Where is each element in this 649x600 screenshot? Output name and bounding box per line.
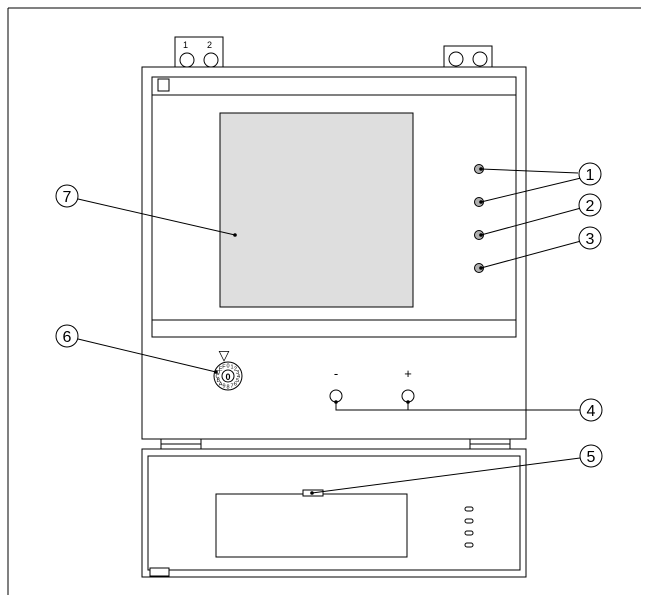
lower-led-4	[464, 542, 474, 548]
terminal-label-2: 2	[207, 40, 212, 50]
led-group	[474, 164, 484, 273]
rotary-digit: 3	[236, 370, 239, 376]
callout-6: 6	[55, 324, 79, 348]
leader-dots	[214, 167, 483, 495]
rotary-digit: F	[222, 364, 226, 370]
terminal-block-right	[443, 45, 493, 68]
rotary-digit: B	[216, 378, 220, 384]
callout-2: 2	[578, 193, 602, 217]
callout-5-label: 5	[587, 449, 596, 466]
leader-4	[335, 402, 580, 411]
rotary-digit: 5	[236, 378, 239, 384]
leader-1b	[480, 177, 582, 203]
leader-5	[311, 457, 581, 494]
button-minus-label: -	[334, 366, 338, 381]
leader-2	[480, 207, 582, 236]
leader-1a	[480, 168, 579, 174]
rotary-digit: A	[219, 381, 223, 387]
rotary-digit: 2	[234, 367, 237, 373]
terminal-screw-3	[448, 51, 464, 67]
lower-corner-tab	[149, 567, 170, 577]
led-2	[474, 197, 484, 207]
terminal-screw-4	[472, 51, 488, 67]
rotary-knob	[221, 369, 235, 383]
lower-led-group	[464, 506, 474, 548]
rotary-digit: C	[216, 374, 220, 380]
rotary-digit: 9	[222, 384, 225, 390]
rotary-indicator-triangle: ▽	[219, 347, 230, 363]
lower-led-3	[464, 530, 474, 536]
callout-5: 5	[579, 444, 603, 468]
leader-6	[77, 338, 217, 373]
callout-3-label: 3	[586, 231, 595, 248]
terminal-block-left: 1 2	[174, 36, 224, 68]
rotary-digit: E	[219, 367, 223, 373]
terminal-screw-2	[203, 52, 219, 68]
rotary-digit: 8	[226, 385, 229, 391]
rotary-digit: 0	[226, 364, 229, 370]
callout-7-label: 7	[63, 189, 72, 206]
terminal-label-1: 1	[183, 40, 188, 50]
callout-1: 1	[578, 162, 602, 186]
leader-3	[480, 240, 582, 269]
rotary-digit: 6	[234, 381, 237, 387]
callout-1-label: 1	[586, 167, 595, 184]
callout-3: 3	[578, 226, 602, 250]
hinge-left	[160, 438, 202, 450]
lower-led-1	[464, 506, 474, 512]
callout-6-label: 6	[63, 329, 72, 346]
rotary-digit: 4	[237, 374, 240, 380]
hinge-right	[469, 438, 511, 450]
rotary-digit: 1	[230, 364, 233, 370]
lower-display-window	[215, 493, 408, 558]
rotary-pointer-digit: 0	[225, 372, 230, 382]
callout-7: 7	[55, 184, 79, 208]
leader-7	[77, 198, 236, 236]
display-screen	[219, 112, 414, 308]
callout-4: 4	[579, 398, 603, 422]
panel-corner-marker	[157, 78, 170, 92]
rotary-digit: 7	[230, 384, 233, 390]
button-plus-label: +	[404, 366, 412, 381]
led-4	[474, 263, 484, 273]
led-3	[474, 230, 484, 240]
lower-led-2	[464, 518, 474, 524]
callout-2-label: 2	[586, 198, 595, 215]
callout-4-label: 4	[587, 403, 596, 420]
terminal-screw-1	[179, 52, 195, 68]
button-minus: -	[329, 366, 343, 403]
rotary-digit: D	[216, 370, 220, 376]
